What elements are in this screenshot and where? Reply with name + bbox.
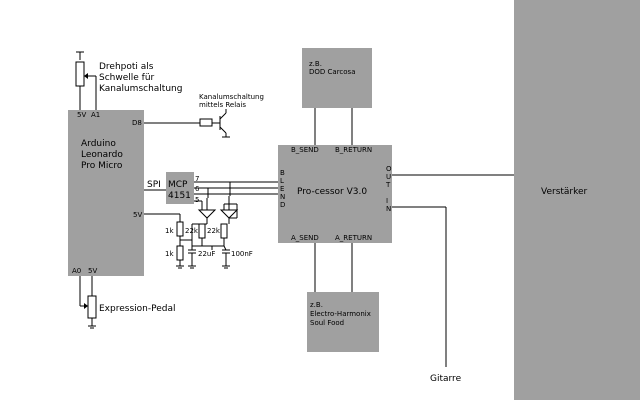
effect-b-label-2: DOD Carcosa [309,68,355,76]
amplifier-label: Verstärker [541,187,588,197]
out-letter-o: O [386,165,392,173]
arduino-pin-d8: D8 [132,119,142,127]
mcp-pin-5: 5 [195,196,199,204]
blend-letter-n: N [280,193,285,201]
out-letter-u: U [386,173,391,181]
mcp-chip [166,172,194,204]
mcp-pin-7: 7 [195,175,199,183]
in-letter-i: I [386,197,388,205]
processor-block [278,145,392,243]
effect-a-label-1: z.B. [310,301,323,309]
capacitor-100nf-label: 100nF [231,250,253,258]
blend-letter-e: E [280,185,284,193]
relay-transistor [144,109,230,138]
spi-label: SPI [147,180,161,190]
resistor-22k-right-label: 22k [207,227,221,235]
resistor-1k-bottom-label: 1k [165,250,174,258]
blend-letter-d: D [280,201,285,209]
top-potentiometer [75,51,97,110]
processor-a-send: A_SEND [291,234,319,242]
arduino-label-1: Arduino [81,139,116,149]
arduino-pin-5v-bottom: 5V [88,267,97,275]
mcp-label-2: 4151 [168,191,191,201]
processor-title: Pro-cessor V3.0 [297,187,367,197]
out-letter-t: T [385,181,391,189]
relay-label-1: Kanalumschaltung [199,93,264,101]
in-letter-n: N [386,205,391,213]
opamp-buffer-2 [219,196,239,224]
effect-a-label-3: Soul Food [310,319,344,327]
arduino-block [68,110,144,276]
pot-label-1: Drehpoti als [99,62,154,72]
blend-letter-l: L [280,177,284,185]
effect-b-label-1: z.B. [309,60,322,68]
arduino-pin-5v: 5V [77,111,86,119]
resistor-22k-left-label: 22k [185,227,199,235]
pot-label-3: Kanalumschaltung [99,84,182,94]
capacitor-22uf-label: 22uF [198,250,215,258]
mcp-pin-6: 6 [195,185,200,193]
blend-letter-b: B [280,169,285,177]
processor-a-return: A_RETURN [335,234,372,242]
arduino-pin-5v-mid: 5V [133,211,142,219]
pot-label-2: Schwelle für [99,73,155,83]
resistor-1k-top-label: 1k [165,227,174,235]
arduino-pin-a1: A1 [91,111,100,119]
relay-label-2: mittels Relais [199,101,246,109]
effect-a-label-2: Electro-Harmonix [310,310,371,318]
arduino-label-3: Pro Micro [81,161,123,171]
expression-pedal-label: Expression-Pedal [99,304,175,314]
processor-b-send: B_SEND [291,146,319,154]
opamp-buffer-1 [197,198,217,224]
expression-pedal-pot [79,276,97,329]
processor-b-return: B_RETURN [335,146,372,154]
effect-a-block [307,292,379,352]
mcp-wires [194,181,278,202]
arduino-pin-a0: A0 [72,267,81,275]
amplifier-block [514,0,640,400]
rc-network [144,213,230,269]
effect-b-block [302,48,372,108]
mcp-label-1: MCP [168,180,188,190]
arduino-label-2: Leonardo [81,150,123,160]
guitar-label: Gitarre [430,374,462,384]
